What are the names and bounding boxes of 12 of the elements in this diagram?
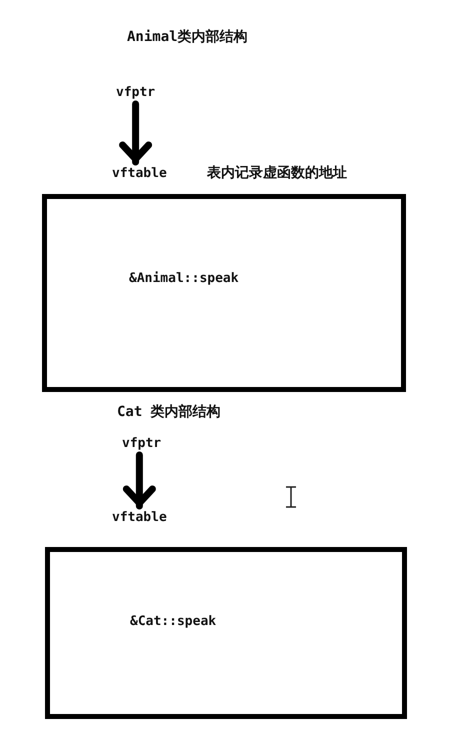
note-text: 表内记录虚函数的地址 [207,165,347,181]
table-box [45,547,407,719]
pointer-label: vfptr [116,85,156,101]
pointer-label: vftable [112,166,167,182]
heading-text: Cat 类内部结构 [117,404,221,420]
function-address-text: &Cat::speak [130,614,216,630]
function-address-text: &Animal::speak [129,271,239,287]
arrow [119,100,152,166]
heading-text: Animal类内部结构 [127,29,248,45]
table-box [42,194,406,392]
pointer-label: vftable [112,510,167,526]
pointer-label: vfptr [122,436,162,452]
